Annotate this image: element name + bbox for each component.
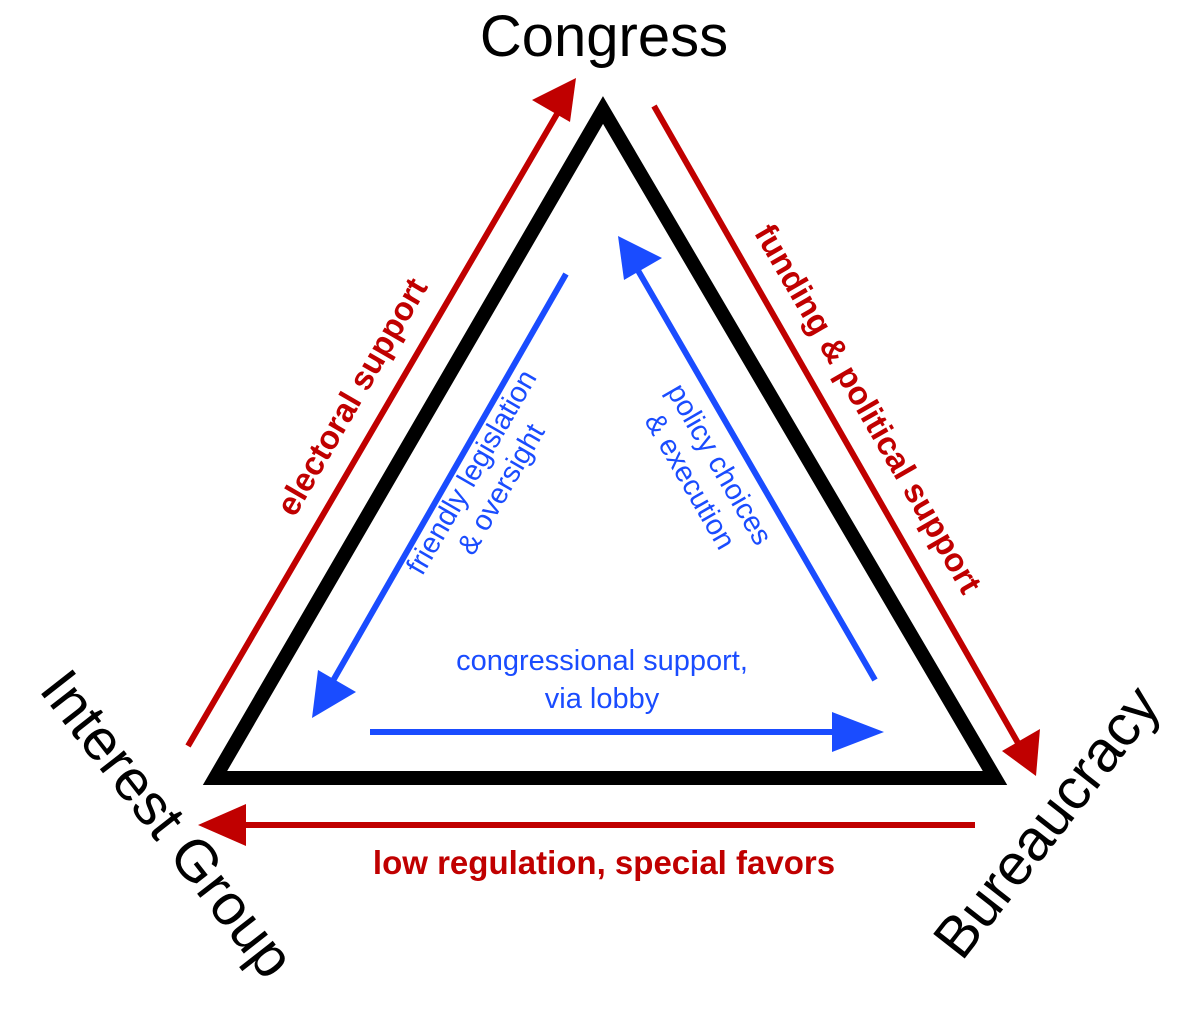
label-electoral-support: electoral support xyxy=(269,271,435,521)
arrow-policy-choices xyxy=(618,236,878,682)
triangle-frame xyxy=(202,96,1008,785)
label-low-regulation: low regulation, special favors xyxy=(373,844,835,881)
label-friendly-legislation: friendly legislation & oversight xyxy=(401,365,552,581)
arrow-friendly-legislation xyxy=(312,272,569,718)
label-congressional-support-line2: via lobby xyxy=(545,683,660,715)
arrow-electoral-support xyxy=(185,78,576,748)
label-congressional-support: congressional support, via lobby xyxy=(456,645,748,715)
arrow-funding-support xyxy=(651,104,1040,776)
label-congressional-support-line1: congressional support, xyxy=(456,645,748,677)
arrow-low-regulation xyxy=(198,804,975,846)
arrow-congressional-support xyxy=(370,712,884,752)
node-congress: Congress xyxy=(480,4,728,69)
